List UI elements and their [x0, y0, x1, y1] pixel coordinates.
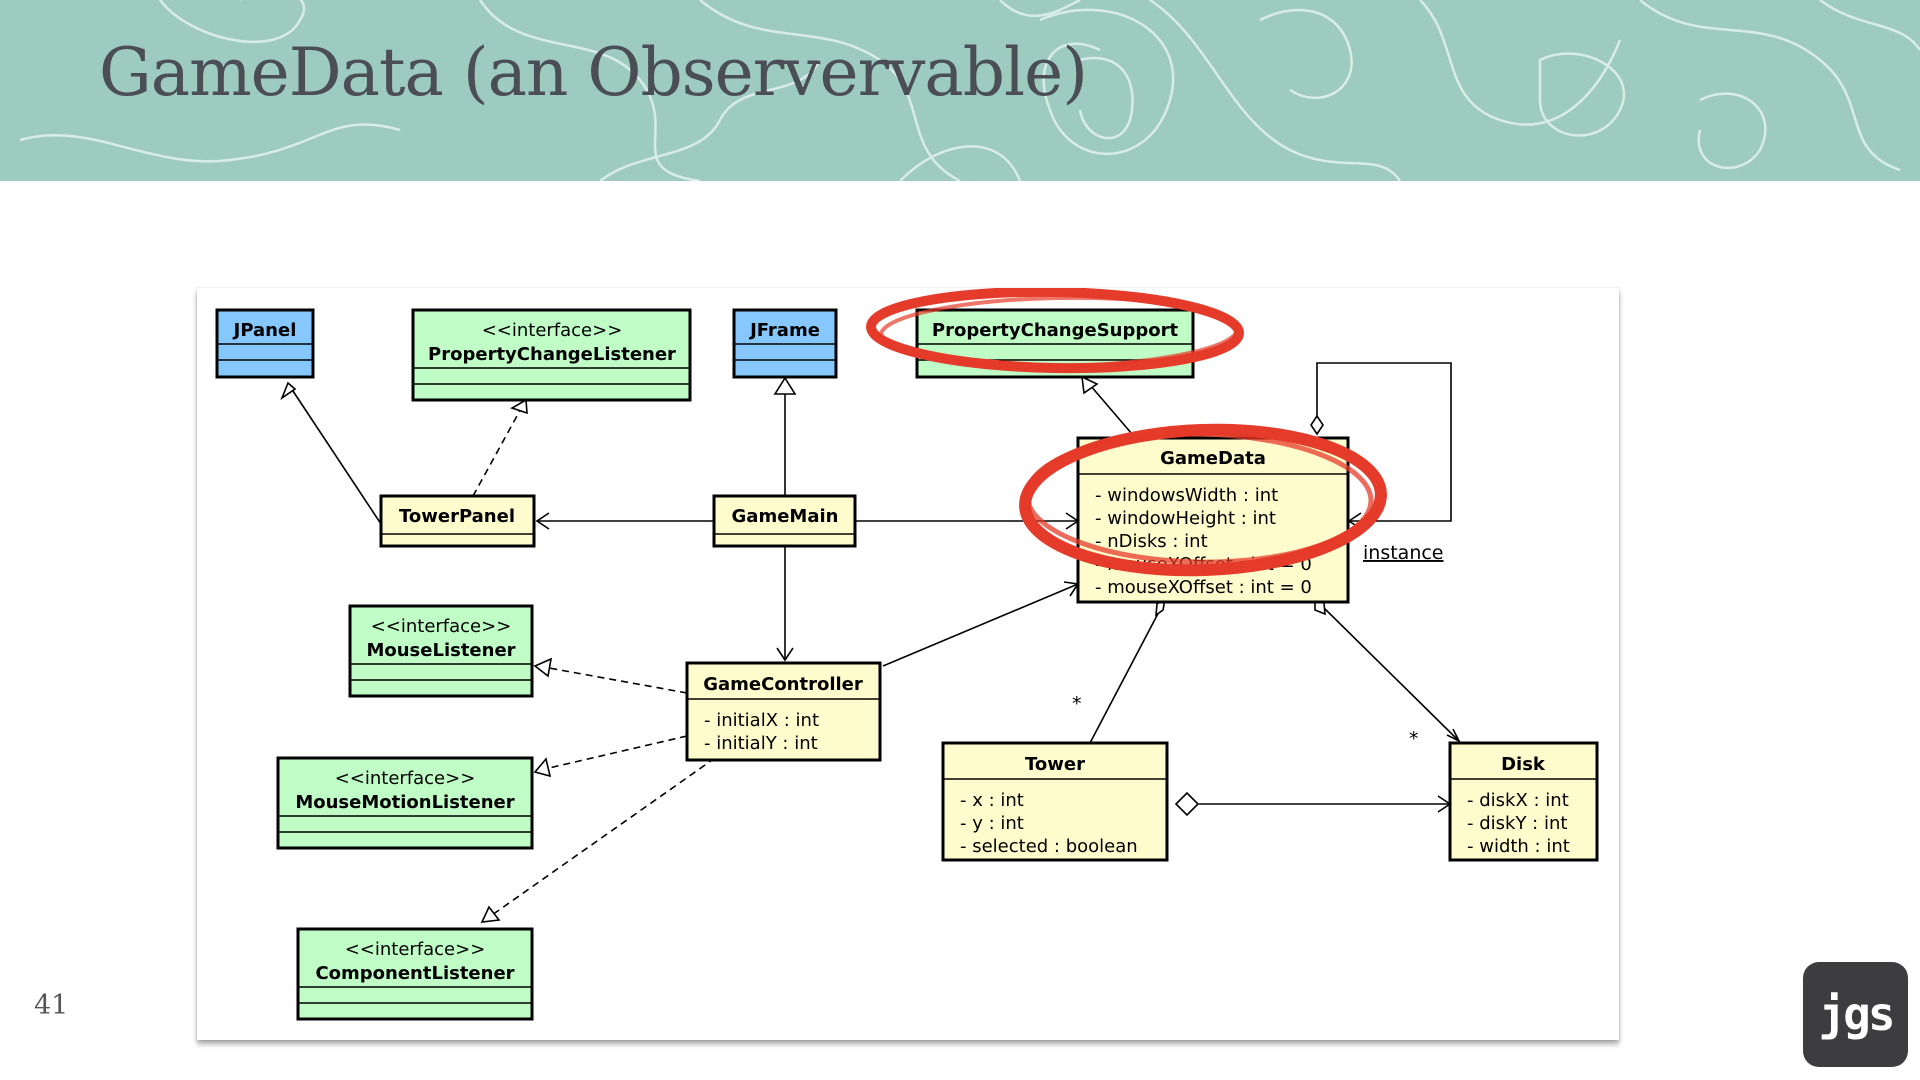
- stereotype-label: <<interface>>: [335, 768, 476, 789]
- stereotype-label: <<interface>>: [345, 939, 486, 960]
- uml-diagram-frame: instance * * JPanel <<interface>> Proper…: [197, 288, 1619, 1040]
- interface-componentlistener: <<interface>> ComponentListener: [296, 927, 534, 1021]
- jframe-name: JFrame: [748, 320, 820, 341]
- class-towerpanel: TowerPanel: [379, 494, 536, 548]
- jgs-logo: jgs: [1803, 962, 1908, 1067]
- gamecontroller-implements-mouselistener: [533, 657, 688, 694]
- interface-propertychangelistener: <<interface>> PropertyChangeListener: [411, 308, 692, 402]
- disk-name: Disk: [1501, 754, 1546, 775]
- uml-class-diagram: instance * * JPanel <<interface>> Proper…: [215, 288, 1599, 1021]
- gamecontroller-attribute: - initialX : int: [704, 710, 819, 731]
- stereotype-label: <<interface>>: [371, 616, 512, 637]
- gamedata-attribute: - mouseXOffset : int = 0: [1095, 577, 1312, 598]
- page-number: 41: [34, 990, 69, 1021]
- header-banner: GameData (an Observervable): [0, 0, 1920, 181]
- gamemain-to-towerpanel: [535, 512, 714, 530]
- highlight-ring-gamedata: [1019, 423, 1387, 577]
- gamecontroller-implements-mousemotionlistener: [533, 735, 688, 778]
- instance-label: instance: [1363, 542, 1444, 564]
- gamedata-uses-propertychangesupport: [1081, 375, 1133, 435]
- class-gamecontroller: GameController - initialX : int - initia…: [685, 661, 882, 762]
- gamecontroller-to-gamedata: [882, 581, 1080, 667]
- topographic-pattern: [19, 0, 1920, 181]
- tower-to-disk: [1174, 791, 1452, 817]
- multiplicity-tower: *: [1072, 693, 1082, 715]
- disk-attribute: - width : int: [1467, 836, 1570, 857]
- gamemain-name: GameMain: [732, 506, 839, 527]
- componentlistener-name: ComponentListener: [315, 963, 514, 984]
- towerpanel-implements-listener: [472, 398, 528, 497]
- towerpanel-extends-jpanel: [280, 381, 382, 525]
- mousemotionlistener-name: MouseMotionListener: [295, 792, 514, 813]
- multiplicity-disk: *: [1409, 728, 1419, 750]
- stereotype-label: <<interface>>: [482, 320, 623, 341]
- gamecontroller-attribute: - initialY : int: [704, 733, 818, 754]
- highlight-rings: [866, 288, 1387, 577]
- gamecontroller-implements-componentlistener: [480, 757, 716, 923]
- class-jpanel: JPanel: [215, 308, 315, 379]
- class-gamemain: GameMain: [712, 494, 857, 548]
- gamemain-extends-jframe: [773, 376, 797, 496]
- tower-attribute: - x : int: [960, 790, 1024, 811]
- tower-attribute: - selected : boolean: [960, 836, 1138, 857]
- class-tower: Tower - x : int - y : int - selected : b…: [941, 741, 1169, 862]
- disk-attribute: - diskX : int: [1467, 790, 1569, 811]
- slide-title: GameData (an Observervable): [99, 34, 1088, 111]
- gamecontroller-name: GameController: [703, 674, 863, 695]
- class-jframe: JFrame: [732, 308, 838, 379]
- gamedata-name: GameData: [1160, 448, 1266, 469]
- gamedata-attribute: - windowHeight : int: [1095, 508, 1276, 529]
- interface-mouselistener: <<interface>> MouseListener: [348, 604, 534, 698]
- jpanel-name: JPanel: [232, 320, 297, 341]
- propertychangesupport-name: PropertyChangeSupport: [932, 320, 1179, 341]
- tower-name: Tower: [1025, 754, 1085, 775]
- towerpanel-name: TowerPanel: [399, 506, 515, 527]
- interface-mousemotionlistener: <<interface>> MouseMotionListener: [276, 756, 534, 850]
- gamemain-to-gamecontroller: [776, 546, 794, 662]
- mouselistener-name: MouseListener: [366, 640, 515, 661]
- gamedata-instance-self-association: [1310, 362, 1452, 530]
- gamedata-to-disk: [1314, 597, 1461, 743]
- class-gamedata: GameData - windowsWidth : int - windowHe…: [1076, 436, 1350, 604]
- gamedata-to-tower: [1089, 597, 1167, 744]
- gamedata-attribute: - nDisks : int: [1095, 531, 1208, 552]
- disk-attribute: - diskY : int: [1467, 813, 1567, 834]
- gamedata-attribute: - windowsWidth : int: [1095, 485, 1278, 506]
- tower-attribute: - y : int: [960, 813, 1024, 834]
- propertychangelistener-name: PropertyChangeListener: [428, 344, 676, 365]
- class-disk: Disk - diskX : int - diskY : int - width…: [1448, 741, 1599, 862]
